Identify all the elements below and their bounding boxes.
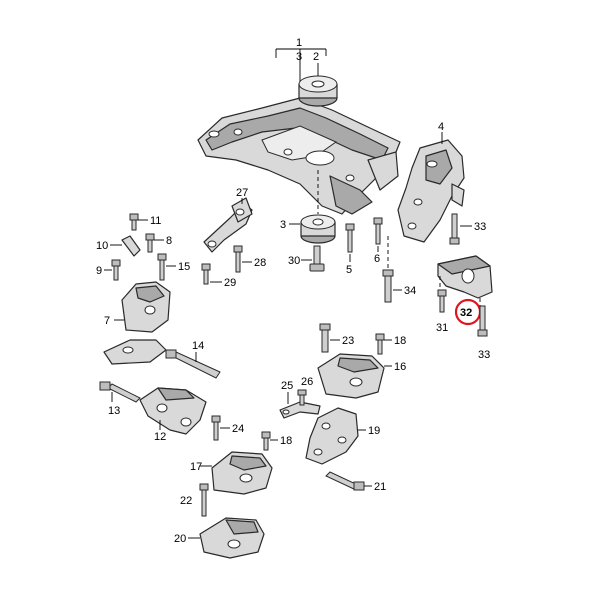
bolt-13: 13 [99, 381, 141, 417]
bolt-8: 8 [145, 233, 172, 253]
callout-9: 9 [96, 265, 102, 277]
callout-17: 17 [190, 461, 202, 473]
callout-18-lower: 18 [280, 435, 292, 447]
callout-15: 15 [178, 261, 190, 273]
callout-34: 34 [404, 285, 416, 297]
callout-1: 1 [296, 37, 302, 49]
subframe [197, 97, 401, 215]
callout-22: 22 [180, 495, 192, 507]
bolt-22: 22 [180, 483, 209, 517]
bushing-3: 3 [280, 170, 336, 244]
callout-31: 31 [436, 322, 448, 334]
bolt-28: 28 [233, 245, 266, 273]
bracket-4: 4 [397, 121, 465, 243]
bracket-32: 32 [437, 255, 493, 326]
callout-25: 25 [281, 380, 293, 392]
bracket-12: 12 [139, 387, 207, 443]
bolt-29: 29 [201, 263, 236, 289]
callout-26: 26 [301, 376, 313, 388]
callout-2: 2 [313, 51, 319, 63]
callout-18-upper: 18 [394, 335, 406, 347]
bracket-19: 19 [305, 407, 380, 465]
callout-10: 10 [96, 240, 108, 252]
callout-11: 11 [150, 215, 161, 227]
bolt-31: 31 [436, 289, 448, 334]
callout-24: 24 [232, 423, 244, 435]
bolt-26: 26 [297, 376, 313, 406]
engine-mount-7: 7 [104, 281, 171, 333]
bolt-11: 11 [129, 213, 161, 231]
callout-33-lower: 33 [478, 349, 490, 361]
bolt-5: 5 [345, 223, 355, 276]
callout-19: 19 [368, 425, 380, 437]
callout-7: 7 [104, 315, 110, 327]
callout-8: 8 [166, 235, 172, 247]
bolt-18-lower: 18 [261, 431, 292, 451]
callout-20: 20 [174, 533, 186, 545]
callout-14: 14 [192, 340, 204, 352]
callout-28: 28 [254, 257, 266, 269]
callout-27: 27 [236, 187, 248, 199]
callout-13: 13 [108, 405, 120, 417]
callout-3-top: 3 [296, 51, 302, 63]
callout-32: 32 [460, 307, 472, 319]
torque-rod-27: 27 [203, 187, 253, 253]
bolt-33-upper: 33 [449, 213, 486, 245]
callout-29: 29 [224, 277, 236, 289]
callout-5: 5 [346, 264, 352, 276]
bushing-2: 2 [298, 51, 338, 107]
bolt-21: 21 [325, 471, 386, 493]
bolt-33-lower: 33 [477, 305, 490, 361]
bolt-9: 9 [96, 259, 121, 281]
callout-33-upper: 33 [474, 221, 486, 233]
callout-30: 30 [288, 255, 300, 267]
engine-mount-16: 16 [317, 353, 406, 399]
callout-23: 23 [342, 335, 354, 347]
callout-16: 16 [394, 361, 406, 373]
bolt-6: 6 [373, 217, 383, 265]
bolt-30: 30 [288, 245, 325, 272]
bolt-18-upper: 18 [375, 333, 406, 355]
mount-plate [103, 339, 167, 365]
callout-4: 4 [438, 121, 444, 133]
bolt-34: 34 [382, 236, 416, 303]
bolt-24: 24 [211, 415, 244, 441]
clip-10: 10 [96, 235, 141, 257]
callout-12: 12 [154, 431, 166, 443]
engine-mount-17: 17 [190, 451, 273, 495]
engine-mount-20: 20 [174, 517, 265, 559]
callout-3: 3 [280, 219, 286, 231]
bolt-15: 15 [157, 253, 190, 281]
bolt-14: 14 [165, 340, 221, 379]
callout-6: 6 [374, 253, 380, 265]
bolt-23: 23 [319, 323, 354, 353]
callout-21: 21 [374, 481, 386, 493]
